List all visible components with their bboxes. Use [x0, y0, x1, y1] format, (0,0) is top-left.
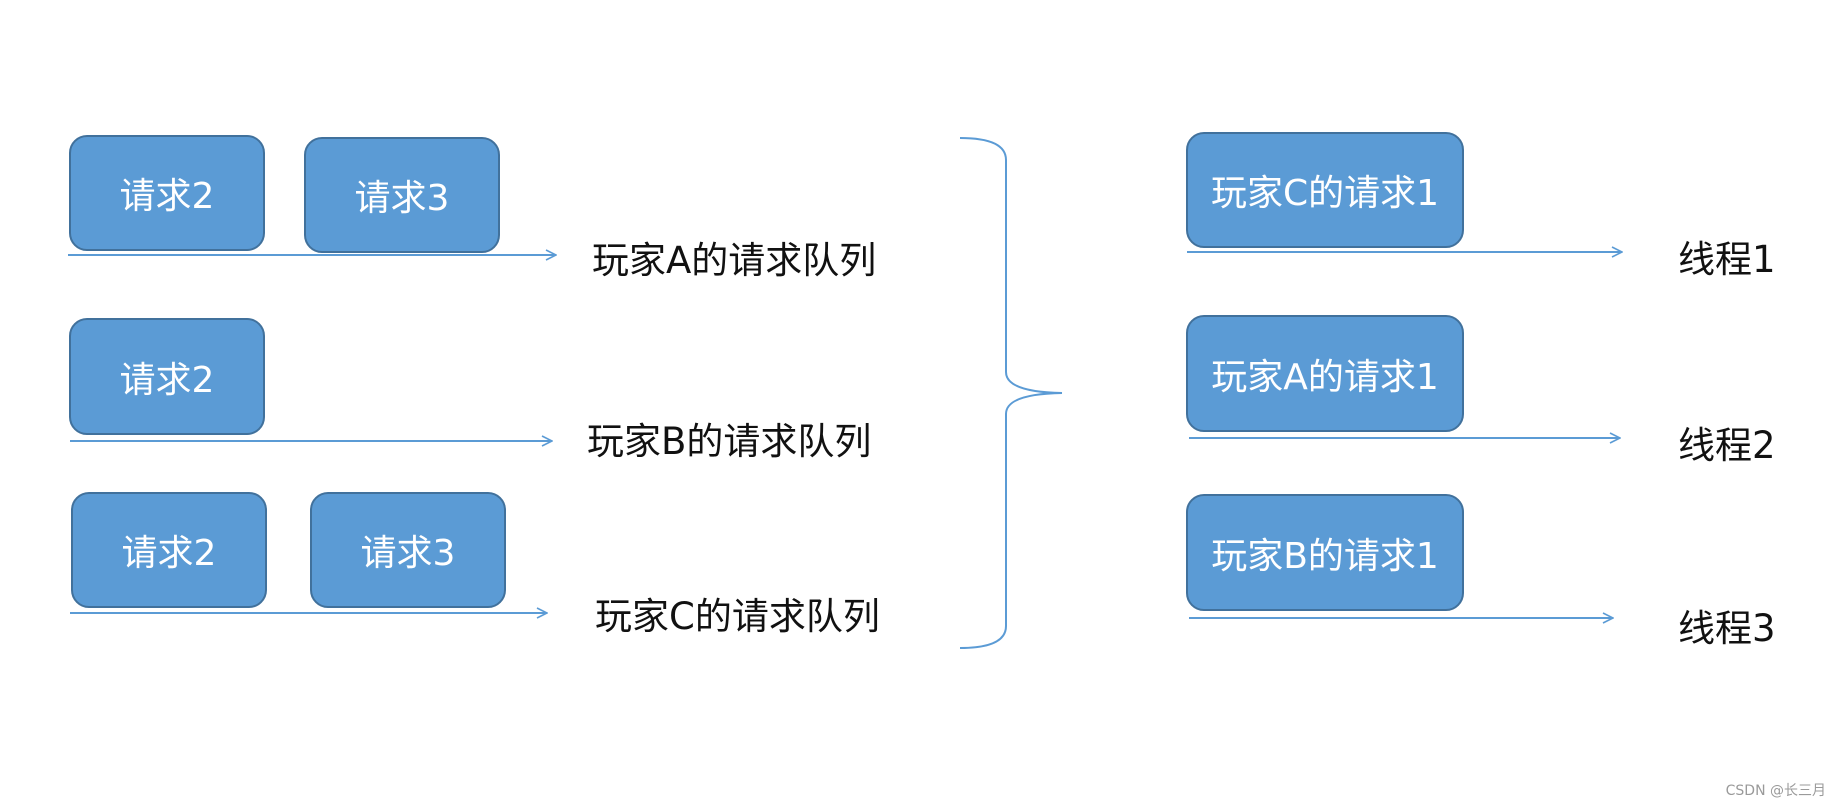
queue-a-request-box: 请求3 — [304, 137, 500, 253]
queue-a-request-box: 请求2 — [69, 135, 265, 251]
thread-2-request-box: 玩家A的请求1 — [1186, 315, 1464, 432]
thread-3-label: 线程3 — [1678, 607, 1776, 650]
queue-c-request-box: 请求2 — [71, 492, 267, 608]
thread-3-request-box: 玩家B的请求1 — [1186, 494, 1464, 611]
thread-1-request-box: 玩家C的请求1 — [1186, 132, 1464, 248]
queue-b-label: 玩家B的请求队列 — [587, 420, 872, 463]
thread-2-label: 线程2 — [1678, 424, 1776, 467]
queue-c-request-box: 请求3 — [310, 492, 506, 608]
queue-c-label: 玩家C的请求队列 — [595, 595, 880, 638]
watermark: CSDN @长三月 — [1725, 783, 1826, 799]
queue-a-label: 玩家A的请求队列 — [592, 239, 877, 282]
queue-b-request-box: 请求2 — [69, 318, 265, 435]
thread-1-label: 线程1 — [1678, 238, 1776, 281]
merge-brace — [959, 137, 1063, 649]
